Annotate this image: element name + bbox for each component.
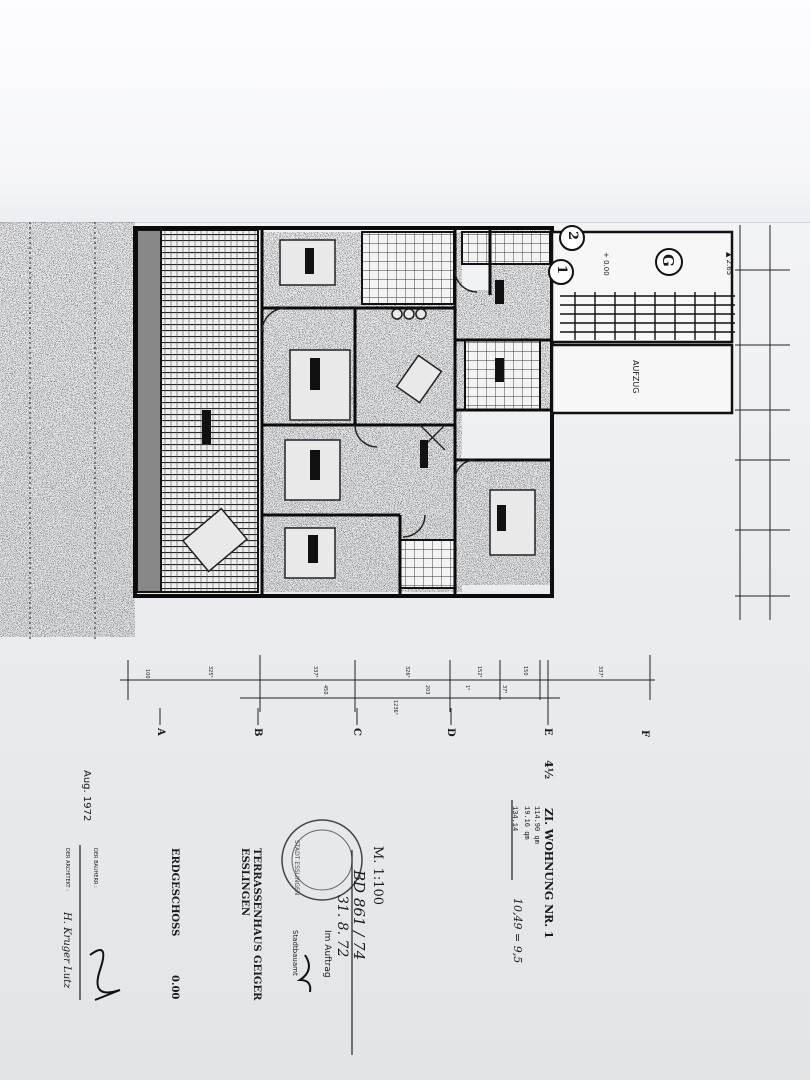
dim-150: 150 <box>522 666 528 676</box>
handwritten-area: 10,49 = 9,5 <box>511 898 524 964</box>
circle-markers <box>548 225 683 285</box>
axis-d: D <box>445 728 456 737</box>
axis-b: B <box>252 728 263 737</box>
axis-e: E <box>542 728 553 736</box>
elevator-label: AUFZUG <box>631 360 640 394</box>
signature-strokes <box>89 949 312 1001</box>
dim-152: 152⁵ <box>476 666 482 678</box>
interior-walls <box>260 230 550 594</box>
dim-203: 203 <box>424 685 430 695</box>
room-count: 4½ <box>542 760 555 780</box>
title-block-lines <box>79 800 513 1055</box>
axis-c: C <box>351 728 362 736</box>
handwritten-date: 31. 8. 72 <box>334 895 350 958</box>
dim-1-5: 1⁵ <box>464 685 470 691</box>
stamp-inner-ring <box>291 829 353 891</box>
dim-37: 37⁵ <box>501 685 507 694</box>
dim-337: 337⁵ <box>312 666 318 678</box>
axis-a: A <box>155 728 166 736</box>
stair-steps <box>560 292 735 340</box>
architect-label: DER ARCHITEKT : <box>64 848 70 891</box>
dim-total: 1236⁵ <box>392 700 398 715</box>
bathroom-tiles <box>361 231 455 305</box>
dim-450: 450 <box>322 685 328 695</box>
marker-2: 2 <box>565 231 580 241</box>
blank-paper-top <box>0 0 810 223</box>
scan-toner-fill <box>0 222 550 637</box>
commission-label: Im Auftrag <box>322 930 332 978</box>
area-line-2: 19.16 qm <box>522 806 530 840</box>
terrace-planter <box>136 229 162 593</box>
floor-level: 0.00 <box>169 975 180 1000</box>
project-city: ESSLINGEN <box>239 848 250 916</box>
level-lower: + 0.00 <box>602 252 610 276</box>
reference-number: BD 861 / 74 <box>350 870 368 961</box>
area-line-1: 114.90 qm <box>532 806 540 844</box>
unit-title: ZI. WOHNUNG NR. 1 <box>542 808 555 939</box>
door-swings <box>261 269 478 538</box>
dim-326: 326⁵ <box>404 666 410 678</box>
scale-label: M. 1:100 <box>370 846 385 906</box>
office-label: Stadtbauamt <box>291 930 299 976</box>
room-label-blocks <box>202 248 506 563</box>
level-upper: ▲ 2.65 <box>725 252 733 276</box>
stamp-text: STADT ESSLINGEN <box>293 840 300 896</box>
marker-1: 1 <box>554 265 569 275</box>
dim-337-b: 337⁵ <box>597 666 603 678</box>
plan-date: Aug. 1972 <box>81 770 92 822</box>
floor-name: ERDGESCHOSS <box>169 848 180 937</box>
area-total: 134.14 <box>510 806 518 832</box>
wc-tiles <box>399 539 456 589</box>
marker-g: G <box>659 254 677 267</box>
axis-f: F <box>639 730 650 738</box>
dimension-grid <box>29 222 790 725</box>
project-title: TERRASSENHAUS GEIGER <box>251 848 262 1001</box>
stamp-ring <box>281 819 363 901</box>
dim-100: 100 <box>144 669 150 679</box>
client-label: DER BAUHERR : <box>92 848 98 888</box>
elevator-shaft <box>550 343 734 415</box>
dim-325: 325⁵ <box>207 666 213 678</box>
wc-1-tiles <box>461 231 551 265</box>
architect-name: H. Kruger Lutz <box>61 912 72 989</box>
